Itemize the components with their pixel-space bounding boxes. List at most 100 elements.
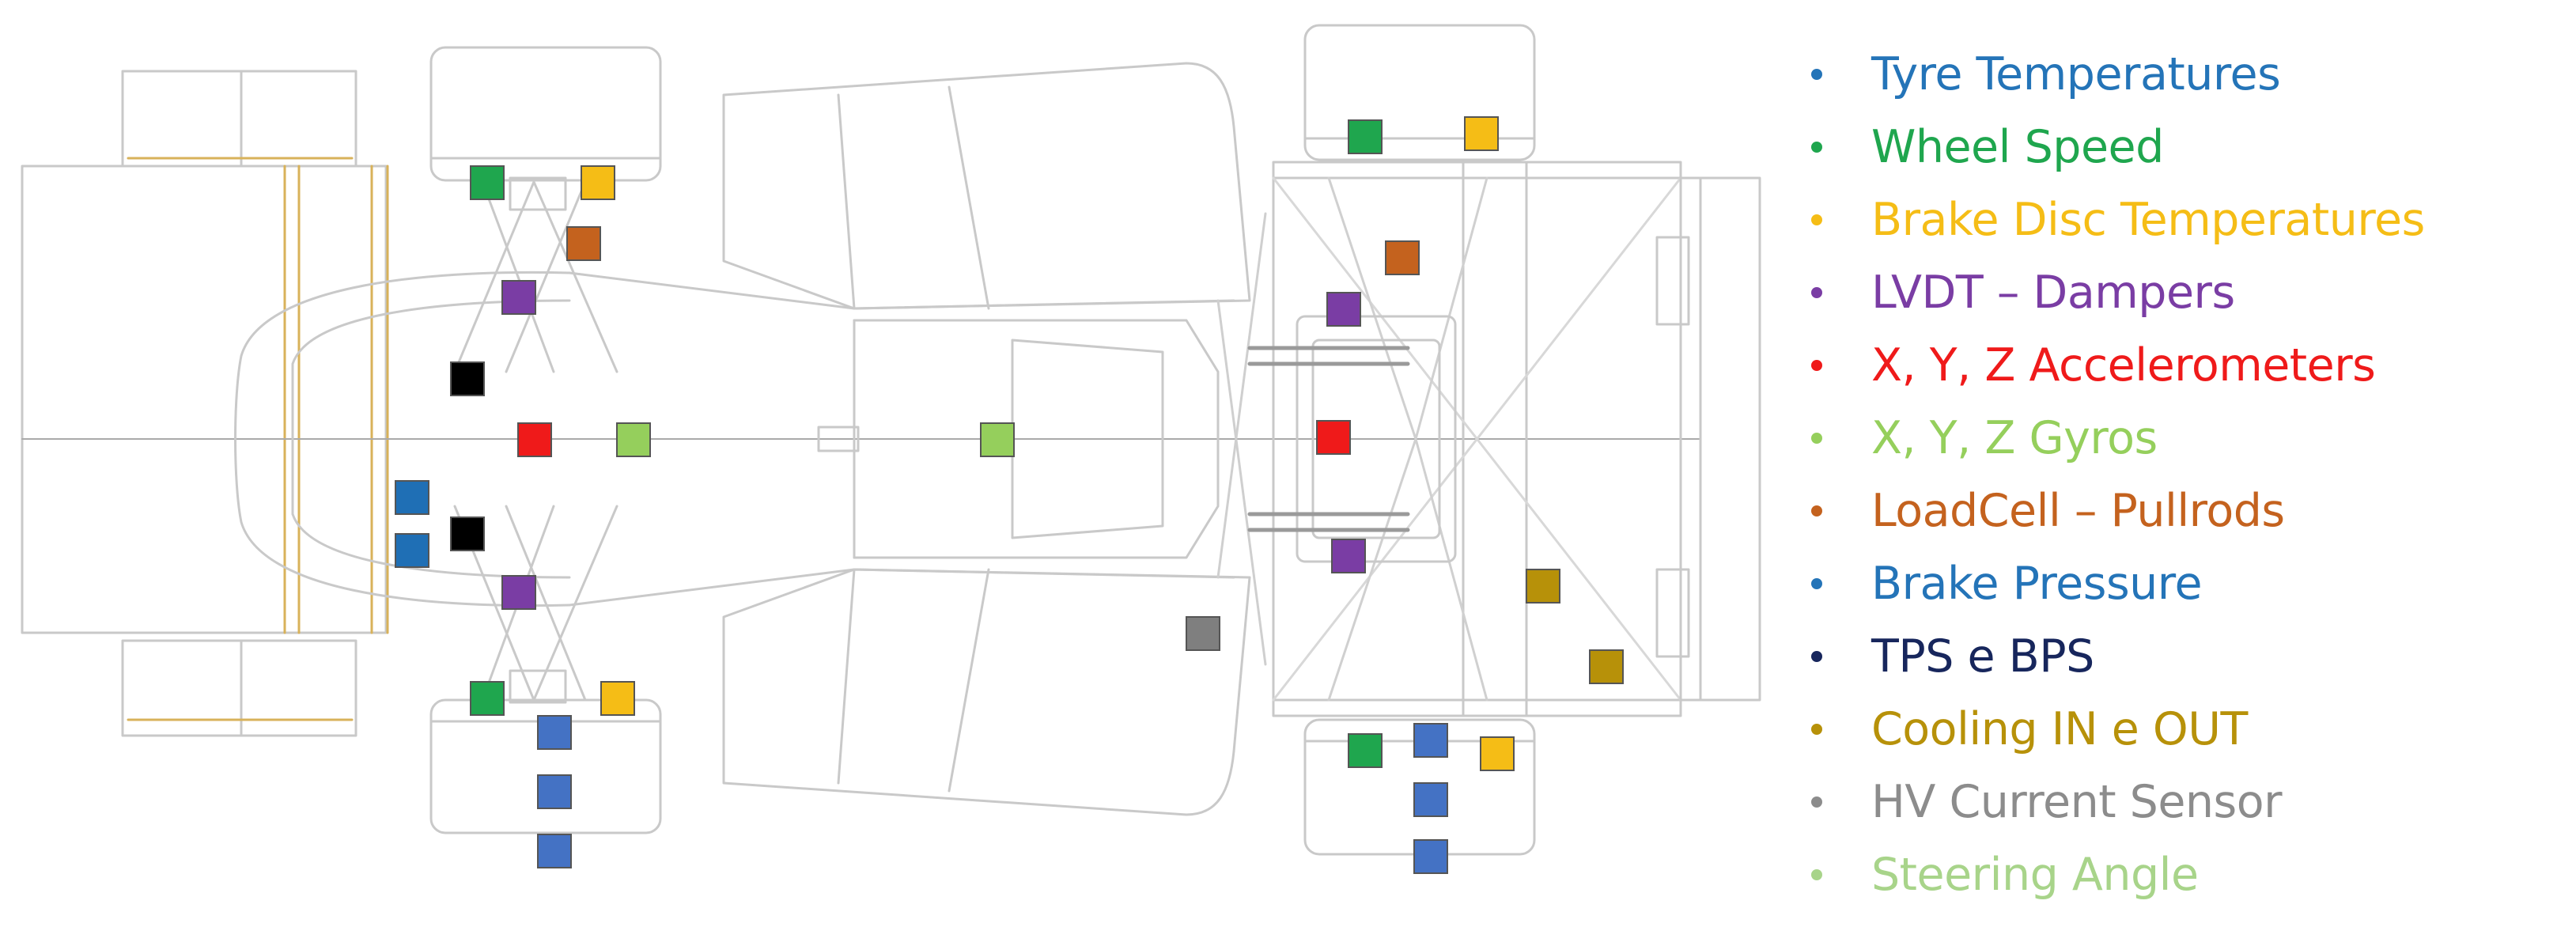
- marker-lvdt-dampers-icon: [501, 575, 536, 610]
- marker-lvdt-dampers-icon: [501, 280, 536, 315]
- marker-tyre-temperatures-icon: [1413, 839, 1448, 874]
- legend-item-lvdt-dampers: LVDT – Dampers: [1811, 256, 2570, 329]
- legend-bullet: [1811, 869, 1822, 880]
- marker-tyre-temperatures-icon: [537, 715, 572, 750]
- legend-item-tyre-temperatures: Tyre Temperatures: [1811, 38, 2570, 111]
- cockpit-inner: [1011, 339, 1164, 539]
- marker-tyre-temperatures-icon: [537, 834, 572, 868]
- legend-bullet: [1811, 651, 1822, 662]
- front-upright-left: [509, 176, 567, 211]
- nose-inner: [291, 299, 571, 579]
- sidepod-bottom: [722, 568, 1251, 816]
- sidepod-bottom-line: [837, 568, 856, 785]
- tyre-rear-left: [1303, 24, 1536, 161]
- legend-item-brake-disc-temperatures: Brake Disc Temperatures: [1811, 184, 2570, 256]
- marker-brake-disc-temperatures-icon: [581, 165, 615, 200]
- steering-rack: [817, 426, 860, 452]
- front-wing-endplate-bottom: [121, 639, 357, 737]
- rear-frame-diagonals: [1272, 176, 1682, 702]
- rear-diffuser-block: [1655, 236, 1690, 326]
- legend-label: HV Current Sensor: [1871, 775, 2283, 828]
- legend-label: X, Y, Z Accelerometers: [1871, 339, 2376, 392]
- marker-wheel-speed-icon: [1348, 119, 1383, 154]
- marker-tyre-temperatures-icon: [537, 774, 572, 809]
- tyre-front-left: [429, 46, 662, 182]
- legend-label: LoadCell – Pullrods: [1871, 484, 2285, 537]
- marker-tyre-temperatures-icon: [1413, 782, 1448, 817]
- marker-lvdt-dampers-icon: [1331, 539, 1366, 573]
- sidepod-bottom-line: [1216, 212, 1267, 579]
- legend-bullet: [1811, 796, 1822, 808]
- marker-brake-disc-temperatures-icon: [1480, 736, 1515, 771]
- legend-bullet: [1811, 287, 1822, 298]
- tyre-front-right: [429, 698, 662, 834]
- legend-item-loadcell-pullrods: LoadCell – Pullrods: [1811, 475, 2570, 547]
- marker-brake-disc-temperatures-icon: [600, 681, 635, 716]
- marker-gyros-icon: [616, 422, 651, 457]
- legend-bullet: [1811, 360, 1822, 371]
- legend-item-accelerometers: X, Y, Z Accelerometers: [1811, 329, 2570, 402]
- legend-item-cooling: Cooling IN e OUT: [1811, 693, 2570, 766]
- marker-loadcell-pullrods-icon: [566, 226, 601, 261]
- powertrain: [1296, 315, 1457, 563]
- legend-item-steering-angle: Steering Angle: [1811, 838, 2570, 911]
- sensor-legend: Tyre Temperatures Wheel Speed Brake Disc…: [1811, 38, 2570, 911]
- legend-label: Wheel Speed: [1871, 120, 2164, 173]
- marker-tyre-temperatures-icon: [1413, 723, 1448, 758]
- rear-diffuser: [1679, 176, 1761, 702]
- legend-item-wheel-speed: Wheel Speed: [1811, 111, 2570, 184]
- legend-bullet: [1811, 724, 1822, 735]
- front-wing-endplate-top: [121, 70, 357, 168]
- marker-brake-disc-temperatures-icon: [1464, 116, 1499, 151]
- legend-item-brake-pressure: Brake Pressure: [1811, 547, 2570, 620]
- marker-lvdt-dampers-icon: [1326, 292, 1361, 327]
- front-wishbone-upper: [453, 180, 618, 373]
- marker-tps-bps-icon: [450, 361, 485, 396]
- sidepod-top-line: [948, 85, 990, 310]
- car-chassis-diagram: [21, 24, 1761, 874]
- marker-wheel-speed-icon: [1348, 733, 1383, 768]
- marker-accelerometers-icon: [517, 422, 552, 457]
- sensor-markers: [395, 116, 1624, 874]
- marker-accelerometers-icon: [1316, 420, 1351, 455]
- front-wing-mainplane: [21, 165, 388, 634]
- legend-bullet: [1811, 214, 1822, 225]
- front-wishbone-lower: [453, 505, 618, 702]
- marker-tps-bps-icon: [450, 516, 485, 551]
- legend-item-gyros: X, Y, Z Gyros: [1811, 402, 2570, 475]
- rear-diffuser-block: [1655, 568, 1690, 658]
- front-upright-right: [509, 669, 567, 704]
- legend-label: TPS e BPS: [1871, 630, 2094, 683]
- rear-frame-braces: [1327, 176, 1488, 702]
- legend-label: Steering Angle: [1871, 848, 2199, 901]
- marker-brake-pressure-icon: [395, 480, 429, 515]
- marker-cooling-icon: [1526, 569, 1560, 603]
- sidepod-top-line: [837, 93, 856, 310]
- legend-label: Brake Disc Temperatures: [1871, 193, 2425, 246]
- legend-label: X, Y, Z Gyros: [1871, 411, 2158, 464]
- legend-bullet: [1811, 142, 1822, 153]
- legend-label: Cooling IN e OUT: [1871, 702, 2248, 755]
- marker-brake-pressure-icon: [395, 533, 429, 568]
- powertrain-inner: [1311, 339, 1441, 539]
- marker-cooling-icon: [1589, 649, 1624, 684]
- marker-loadcell-pullrods-icon: [1385, 240, 1420, 275]
- legend-label: LVDT – Dampers: [1871, 266, 2235, 319]
- legend-bullet: [1811, 69, 1822, 80]
- legend-label: Brake Pressure: [1871, 557, 2203, 610]
- sidepod-top-line: [1216, 299, 1267, 666]
- sidepod-bottom-line: [948, 568, 990, 793]
- legend-bullet: [1811, 578, 1822, 589]
- legend-item-hv-current-sensor: HV Current Sensor: [1811, 766, 2570, 838]
- rear-pullrod-lower: [1247, 512, 1410, 532]
- nose-cone: [234, 271, 571, 607]
- marker-wheel-speed-icon: [470, 681, 505, 716]
- marker-hv-current-sensor-icon: [1186, 616, 1220, 651]
- legend-bullet: [1811, 433, 1822, 444]
- legend-item-tps-bps: TPS e BPS: [1811, 620, 2570, 693]
- rear-pullrod-upper: [1247, 346, 1410, 366]
- legend-bullet: [1811, 505, 1822, 516]
- sidepod-top: [722, 62, 1251, 310]
- chassis-outline: [21, 24, 1761, 856]
